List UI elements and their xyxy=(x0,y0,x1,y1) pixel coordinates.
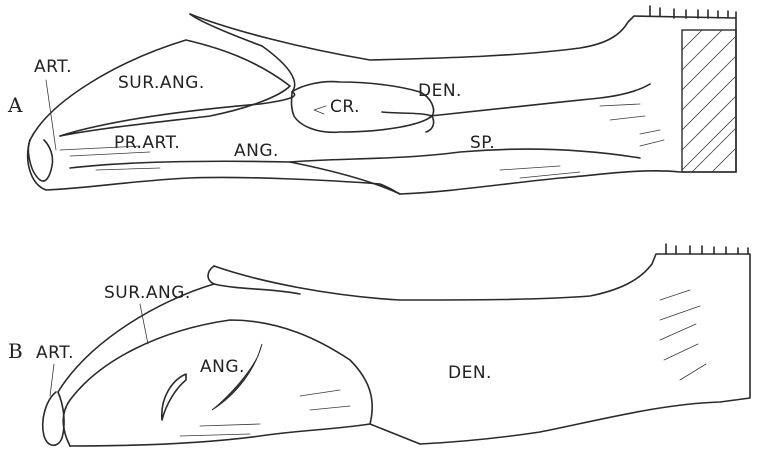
b-figure-letter: B xyxy=(8,339,23,363)
b-label-dentary: DEN. xyxy=(448,363,492,383)
b-label-articular: ART. xyxy=(36,343,74,363)
b-dentary-lower-edge xyxy=(70,424,420,446)
b-surangular-pointer xyxy=(140,304,148,344)
a-coronoid-outline xyxy=(292,82,434,133)
a-figure-letter: A xyxy=(7,93,23,117)
b-angular-outline xyxy=(63,320,372,446)
figure-a-drawing xyxy=(28,6,736,194)
b-articular-knob xyxy=(43,392,64,445)
a-label-angular: ANG. xyxy=(234,141,279,161)
a-label-articular: ART. xyxy=(34,57,72,77)
b-label-angular: ANG. xyxy=(200,357,245,377)
b-teeth xyxy=(666,244,748,254)
a-label-dentary: DEN. xyxy=(418,81,462,101)
b-dentary-back-edge xyxy=(208,266,300,294)
a-label-splenial: SP. xyxy=(470,133,495,153)
a-coronoid-arrow xyxy=(314,106,326,114)
a-splenial-edge xyxy=(290,149,640,162)
b-articular-pointer xyxy=(50,364,54,396)
b-angular-slit xyxy=(212,344,262,410)
a-label-surangular: SUR.ANG. xyxy=(118,73,205,93)
a-label-coronoid: CR. xyxy=(330,97,360,117)
b-label-surangular: SUR.ANG. xyxy=(104,283,191,303)
a-symphysis-hatching xyxy=(682,30,736,172)
a-label-prearticular: PR.ART. xyxy=(114,133,180,153)
b-dentary-upper-process xyxy=(214,254,750,444)
figure-b-drawing xyxy=(43,244,750,446)
b-angular-fold xyxy=(162,374,186,420)
a-dentary-upper-process xyxy=(190,14,736,194)
